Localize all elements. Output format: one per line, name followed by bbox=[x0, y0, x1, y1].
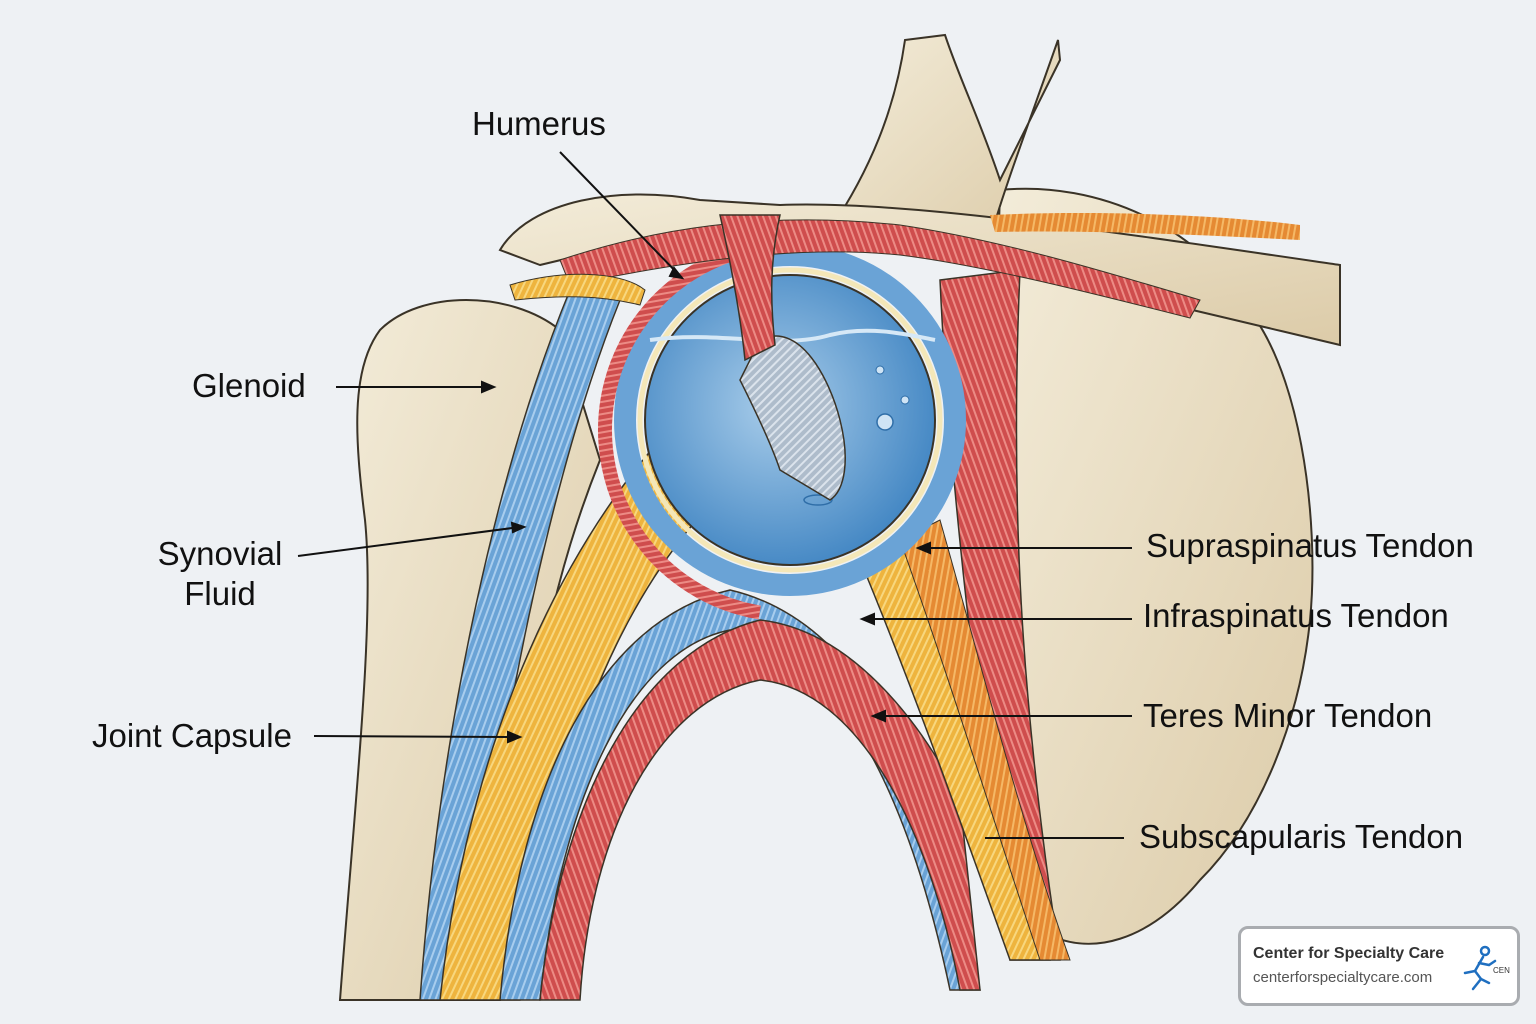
arrowhead bbox=[481, 380, 497, 394]
label-humerus: Humerus bbox=[472, 105, 606, 142]
red-synovium-ring bbox=[598, 238, 982, 622]
label-joint-capsule: Joint Capsule bbox=[92, 717, 292, 754]
fluid-bubble bbox=[900, 395, 910, 405]
muscle-strap-vertical bbox=[719, 214, 781, 362]
tendon-orange-top bbox=[990, 213, 1300, 240]
fluid-ripple bbox=[803, 494, 833, 506]
badge-title: Center for Specialty Care bbox=[1253, 945, 1445, 962]
tendon-yellow-top bbox=[509, 273, 646, 306]
label-glenoid: Glenoid bbox=[192, 367, 306, 404]
label-subscapularis-tendon: Subscapularis Tendon bbox=[1139, 818, 1464, 855]
attribution-badge[interactable]: Center for Specialty Care centerforspeci… bbox=[1238, 926, 1520, 1006]
label-infraspinatus-tendon: Infraspinatus Tendon bbox=[1143, 597, 1449, 634]
label-synovial-fluid: Synovial Fluid bbox=[150, 534, 290, 614]
leader-synovial bbox=[297, 526, 521, 557]
label-synovial-line1: Synovial bbox=[157, 535, 283, 572]
label-supraspinatus-tendon: Supraspinatus Tendon bbox=[1146, 527, 1474, 564]
capsule-ring-inner bbox=[637, 267, 943, 573]
badge-logo-text: CEN bbox=[1493, 966, 1510, 975]
ligament-fan bbox=[739, 335, 846, 501]
label-teres-minor-tendon: Teres Minor Tendon bbox=[1143, 697, 1433, 734]
arrowhead bbox=[870, 709, 886, 723]
runner-logo-icon: CEN bbox=[1463, 945, 1510, 991]
arrowhead bbox=[859, 612, 875, 626]
label-synovial-line2: Fluid bbox=[184, 575, 256, 612]
muscle-arch bbox=[539, 619, 981, 1001]
arrowhead bbox=[915, 541, 931, 555]
arrowhead bbox=[510, 521, 527, 534]
tendon-orange-right bbox=[899, 519, 1071, 961]
leader-joint-capsule bbox=[313, 735, 517, 738]
fluid-surface bbox=[649, 328, 936, 343]
fluid-bubble bbox=[876, 413, 894, 431]
leader-humerus bbox=[559, 151, 683, 279]
arrowhead bbox=[668, 266, 685, 280]
badge-url[interactable]: centerforspecialtycare.com bbox=[1253, 969, 1433, 986]
arrowhead bbox=[507, 730, 523, 744]
clavicle-bone bbox=[828, 33, 1062, 242]
fluid-bubble bbox=[875, 365, 885, 375]
capsule-ring bbox=[614, 244, 966, 596]
